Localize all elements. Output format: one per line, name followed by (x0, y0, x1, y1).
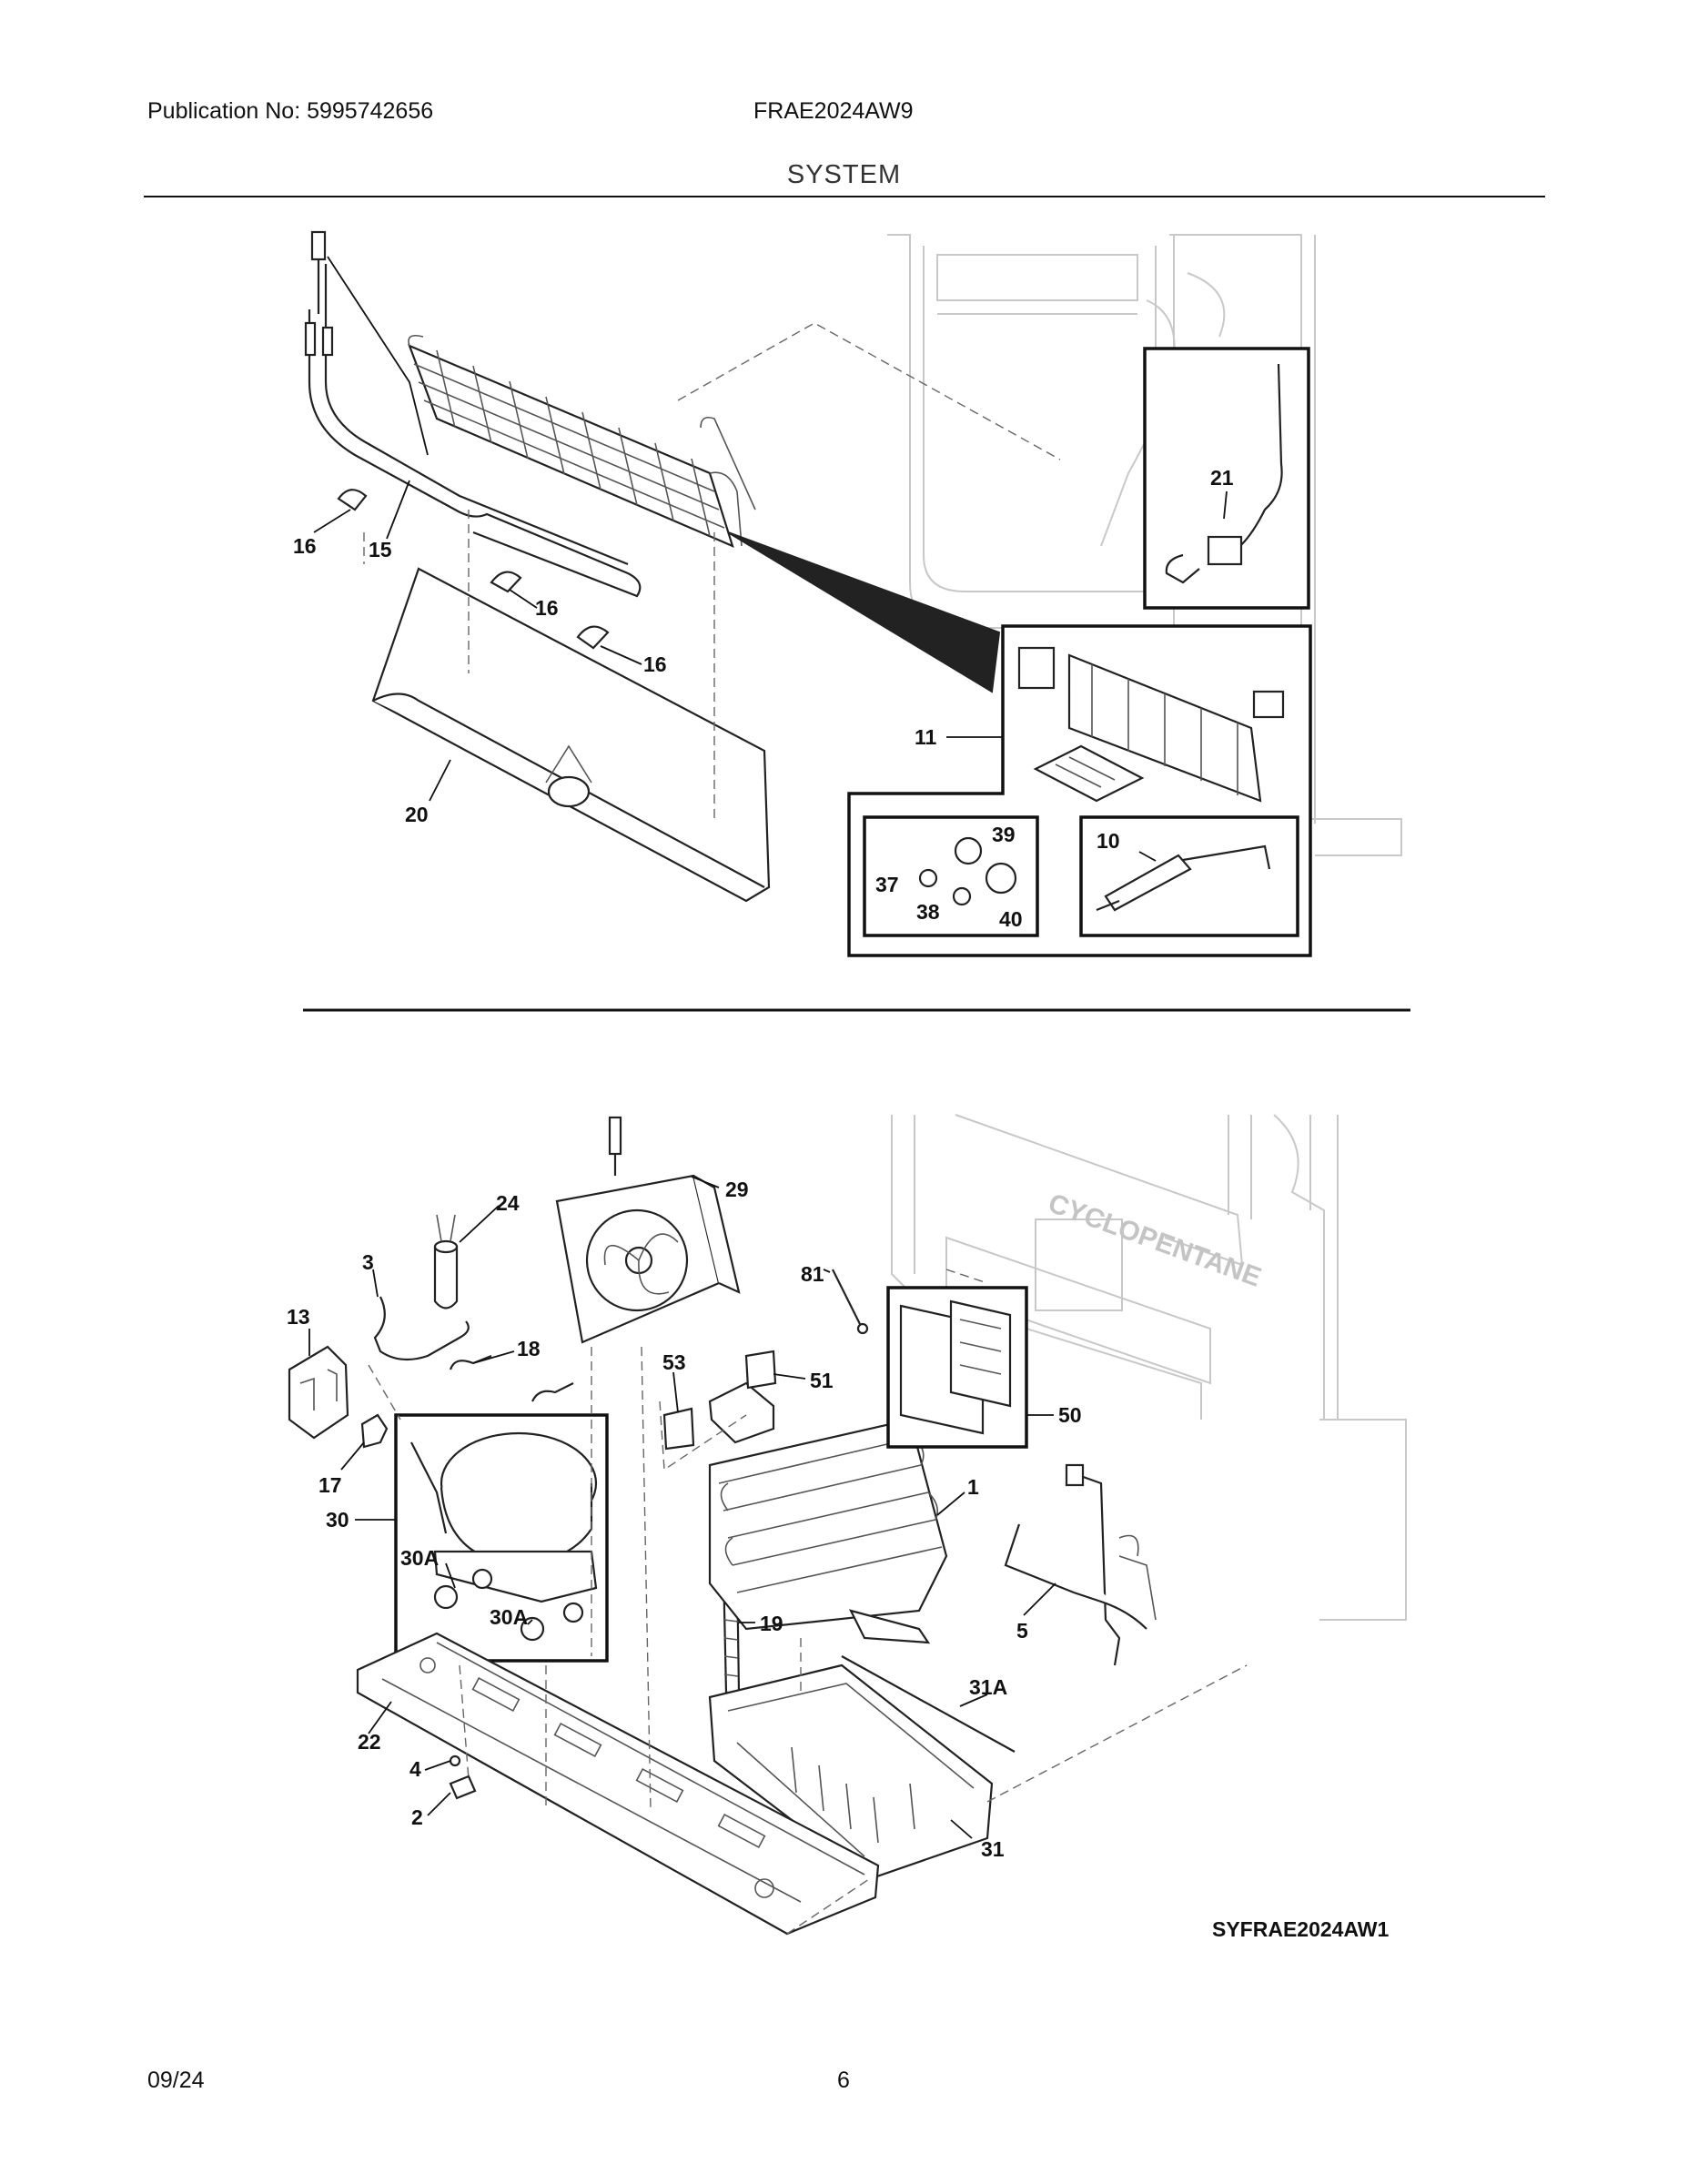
callout-label: 2 (411, 1805, 423, 1829)
page-number: 6 (837, 2068, 850, 2093)
compressor-box (394, 1413, 609, 1663)
callout-label: 18 (517, 1337, 541, 1360)
callout-label: 10 (1097, 829, 1120, 853)
callout-label: 81 (801, 1262, 824, 1286)
clip-16-a (337, 489, 368, 511)
condenser-coil (708, 1418, 948, 1644)
model-number: FRAE2024AW9 (753, 98, 914, 124)
publication-number: Publication No: 5995742656 (147, 98, 434, 124)
callout-label: 16 (643, 652, 667, 676)
callout-label: 40 (999, 907, 1023, 931)
callout-wedge (727, 531, 1001, 693)
screw-4 (449, 1754, 461, 1767)
sensor-box (1079, 815, 1299, 937)
callout-label: 31A (969, 1675, 1007, 1699)
capacitor (433, 1214, 459, 1309)
callout-label: 50 (1058, 1403, 1082, 1427)
drier-tube (373, 1296, 470, 1361)
section-title: SYSTEM (786, 160, 902, 189)
clip-18-a (449, 1354, 492, 1370)
callout-label: 20 (405, 803, 429, 826)
screw (832, 1269, 869, 1335)
clip-2 (449, 1774, 477, 1800)
sensor-harness-box (1143, 347, 1310, 610)
callout-label: 5 (1016, 1619, 1028, 1643)
callout-label: 30A (490, 1605, 528, 1629)
damper-bracket (662, 1407, 695, 1451)
footer-date: 09/24 (147, 2068, 205, 2093)
leaders-top (313, 480, 1228, 862)
fasteners-box (863, 815, 1039, 937)
callout-label: 4 (409, 1757, 421, 1781)
svg-text:CYCLOPENTANE: CYCLOPENTANE (1045, 1188, 1266, 1293)
callout-label: 31 (981, 1837, 1005, 1861)
callout-label: 19 (760, 1612, 783, 1635)
callout-label: 22 (358, 1730, 381, 1754)
overload (360, 1413, 389, 1449)
drain-pan (708, 1663, 994, 1881)
clip-16-c (576, 625, 610, 650)
callout-label: 21 (1210, 466, 1234, 490)
callout-label: 16 (535, 596, 559, 620)
diagram-code: SYFRAE2024AW1 (1212, 1917, 1390, 1941)
callout-label: 29 (725, 1178, 749, 1201)
clip-16-b (490, 571, 522, 593)
callout-label: 13 (287, 1305, 310, 1329)
control-board-box (886, 1286, 1028, 1449)
alignment-lines-top (363, 322, 1061, 819)
callout-label: 30A (400, 1546, 439, 1570)
clip-18-b (531, 1382, 574, 1402)
callout-label: 53 (662, 1350, 686, 1374)
wiring-harness (1004, 1463, 1157, 1666)
callout-label: 51 (810, 1369, 834, 1392)
callout-label: 3 (362, 1250, 374, 1274)
callout-label: 24 (496, 1191, 520, 1215)
drain-rod (841, 1655, 1016, 1753)
callout-label: 15 (369, 538, 392, 561)
alignment-lines-bottom (368, 1269, 1248, 1935)
callout-label: 30 (326, 1508, 349, 1532)
callouts-bottom: 24 29 3 13 18 81 53 51 50 17 30 1 30A 30… (287, 1178, 1082, 1861)
leaders-bottom (308, 1176, 1056, 1839)
relay-cover (288, 1345, 349, 1440)
callout-label: 38 (916, 900, 940, 924)
callout-label: 1 (967, 1475, 979, 1499)
condenser-fan-assembly (555, 1116, 741, 1344)
callout-label: 17 (318, 1473, 342, 1497)
evaporator-coil (408, 334, 756, 548)
callouts-top: 16 15 16 16 20 21 11 39 37 38 40 10 (293, 466, 1234, 931)
base-plate (356, 1632, 880, 1936)
callout-label: 11 (915, 725, 937, 749)
evaporator-cover (371, 567, 771, 903)
callout-label: 16 (293, 534, 317, 558)
header-rule (144, 196, 1545, 197)
callout-label: 37 (875, 873, 899, 896)
callout-label: 39 (992, 823, 1016, 846)
damper-assembly (708, 1350, 777, 1444)
